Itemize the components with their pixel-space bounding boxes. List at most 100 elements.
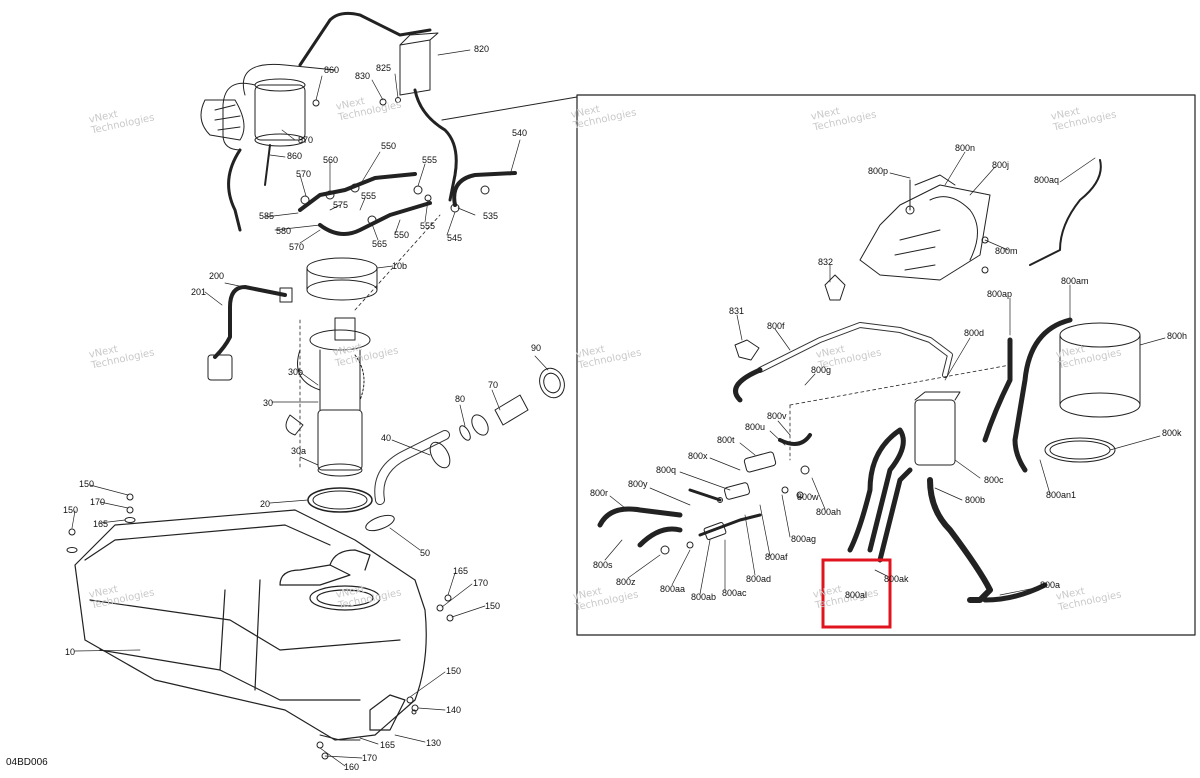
part-label[interactable]: 90 (531, 343, 542, 353)
part-label[interactable]: 170 (90, 497, 106, 507)
part-label[interactable]: 800b (965, 495, 986, 505)
part-label[interactable]: 830 (355, 71, 371, 81)
part-label[interactable]: 80 (455, 394, 466, 404)
part-label[interactable]: 800ak (884, 574, 909, 584)
part-label[interactable]: 550 (394, 230, 410, 240)
part-label[interactable]: 575 (333, 200, 349, 210)
evap-canister (1044, 322, 1141, 463)
lock-ring (306, 257, 378, 301)
part-label[interactable]: 800v (767, 411, 787, 421)
part-label[interactable]: 860 (287, 151, 303, 161)
part-label[interactable]: 831 (729, 306, 745, 316)
part-label[interactable]: 800aq (1034, 175, 1060, 185)
part-label[interactable]: 550 (381, 141, 397, 151)
part-label[interactable]: 800ac (722, 588, 747, 598)
part-label[interactable]: 800m (995, 246, 1018, 256)
filler-neck-assembly (365, 367, 565, 532)
part-label[interactable]: 10b (392, 261, 408, 271)
part-label[interactable]: 50 (420, 548, 431, 558)
hose-800a (982, 582, 1048, 603)
part-label[interactable]: 800s (593, 560, 613, 570)
part-label[interactable]: 800ag (791, 534, 817, 544)
part-label[interactable]: 800t (717, 435, 735, 445)
hose-800am (1012, 317, 1073, 473)
part-label[interactable]: 800ab (691, 592, 717, 602)
part-label[interactable]: 800k (1162, 428, 1182, 438)
part-label[interactable]: 800n (955, 143, 976, 153)
part-label[interactable]: 800j (992, 160, 1010, 170)
part-label[interactable]: 555 (361, 191, 377, 201)
part-label[interactable]: 570 (289, 242, 305, 252)
pump-seal (307, 487, 373, 513)
part-label[interactable]: 40 (381, 433, 392, 443)
part-label[interactable]: 200 (209, 271, 225, 281)
part-label[interactable]: 170 (473, 578, 489, 588)
fuel-filter-800c (914, 391, 961, 466)
part-label[interactable]: 580 (276, 226, 292, 236)
part-label[interactable]: 160 (344, 762, 360, 772)
part-label[interactable]: 800f (767, 321, 785, 331)
part-label[interactable]: 800y (628, 479, 648, 489)
part-label[interactable]: 535 (483, 211, 499, 221)
part-label[interactable]: 10 (65, 647, 76, 657)
part-label[interactable]: 800x (688, 451, 708, 461)
part-label[interactable]: 800r (590, 488, 609, 498)
part-label[interactable]: 150 (79, 479, 95, 489)
part-label[interactable]: 30a (291, 446, 307, 456)
part-label[interactable]: 800ad (746, 574, 772, 584)
part-label[interactable]: 540 (512, 128, 528, 138)
part-label[interactable]: 820 (474, 44, 490, 54)
part-label[interactable]: 860 (324, 65, 340, 75)
part-label[interactable]: 165 (93, 519, 109, 529)
hose-assembly-row (298, 171, 517, 236)
part-label[interactable]: 800q (656, 465, 677, 475)
part-label[interactable]: 800al (845, 590, 868, 600)
part-label[interactable]: 800h (1167, 331, 1188, 341)
part-label[interactable]: 170 (362, 753, 378, 763)
part-label[interactable]: 20 (260, 499, 271, 509)
diagram-code: 04BD006 (6, 757, 48, 768)
fuel-line-hardware (597, 433, 812, 555)
part-label[interactable]: 585 (259, 211, 275, 221)
part-label[interactable]: 800g (811, 365, 832, 375)
part-label[interactable]: 70 (488, 380, 499, 390)
part-label[interactable]: 800af (765, 552, 788, 562)
part-label[interactable]: 800a (1040, 580, 1061, 590)
part-label[interactable]: 800p (868, 166, 889, 176)
part-label[interactable]: 560 (323, 155, 339, 165)
part-label[interactable]: 555 (422, 155, 438, 165)
highlight-box (821, 558, 892, 629)
part-label[interactable]: 545 (447, 233, 463, 243)
part-label[interactable]: 800am (1061, 276, 1089, 286)
part-label[interactable]: 800ap (987, 289, 1013, 299)
part-label[interactable]: 150 (485, 601, 501, 611)
part-label[interactable]: 165 (453, 566, 469, 576)
part-label[interactable]: 30 (263, 398, 274, 408)
part-label[interactable]: 800an1 (1046, 490, 1077, 500)
part-label[interactable]: 140 (446, 705, 462, 715)
part-label[interactable]: 130 (426, 738, 442, 748)
part-label[interactable]: 825 (376, 63, 392, 73)
part-label[interactable]: 800d (964, 328, 985, 338)
evap-purge-module (859, 174, 991, 281)
clamp-831 (734, 339, 760, 361)
part-label[interactable]: 201 (191, 287, 207, 297)
part-label[interactable]: 800c (984, 475, 1004, 485)
part-label[interactable]: 570 (296, 169, 312, 179)
part-label[interactable]: 800aa (660, 584, 686, 594)
part-label[interactable]: 832 (818, 257, 834, 267)
part-label[interactable]: 150 (446, 666, 462, 676)
part-label[interactable]: 565 (372, 239, 388, 249)
part-label[interactable]: 800w (797, 492, 819, 502)
top-filter-module (200, 11, 458, 232)
hose-800b (927, 477, 993, 603)
detail-inset-frame (576, 94, 1196, 636)
part-label[interactable]: 800z (616, 577, 636, 587)
part-label[interactable]: 165 (380, 740, 396, 750)
part-label[interactable]: 30b (288, 367, 304, 377)
part-label[interactable]: 800ah (816, 507, 842, 517)
part-label[interactable]: 150 (63, 505, 79, 515)
part-label[interactable]: 800u (745, 422, 766, 432)
part-label[interactable]: 870 (298, 135, 314, 145)
part-label[interactable]: 555 (420, 221, 436, 231)
